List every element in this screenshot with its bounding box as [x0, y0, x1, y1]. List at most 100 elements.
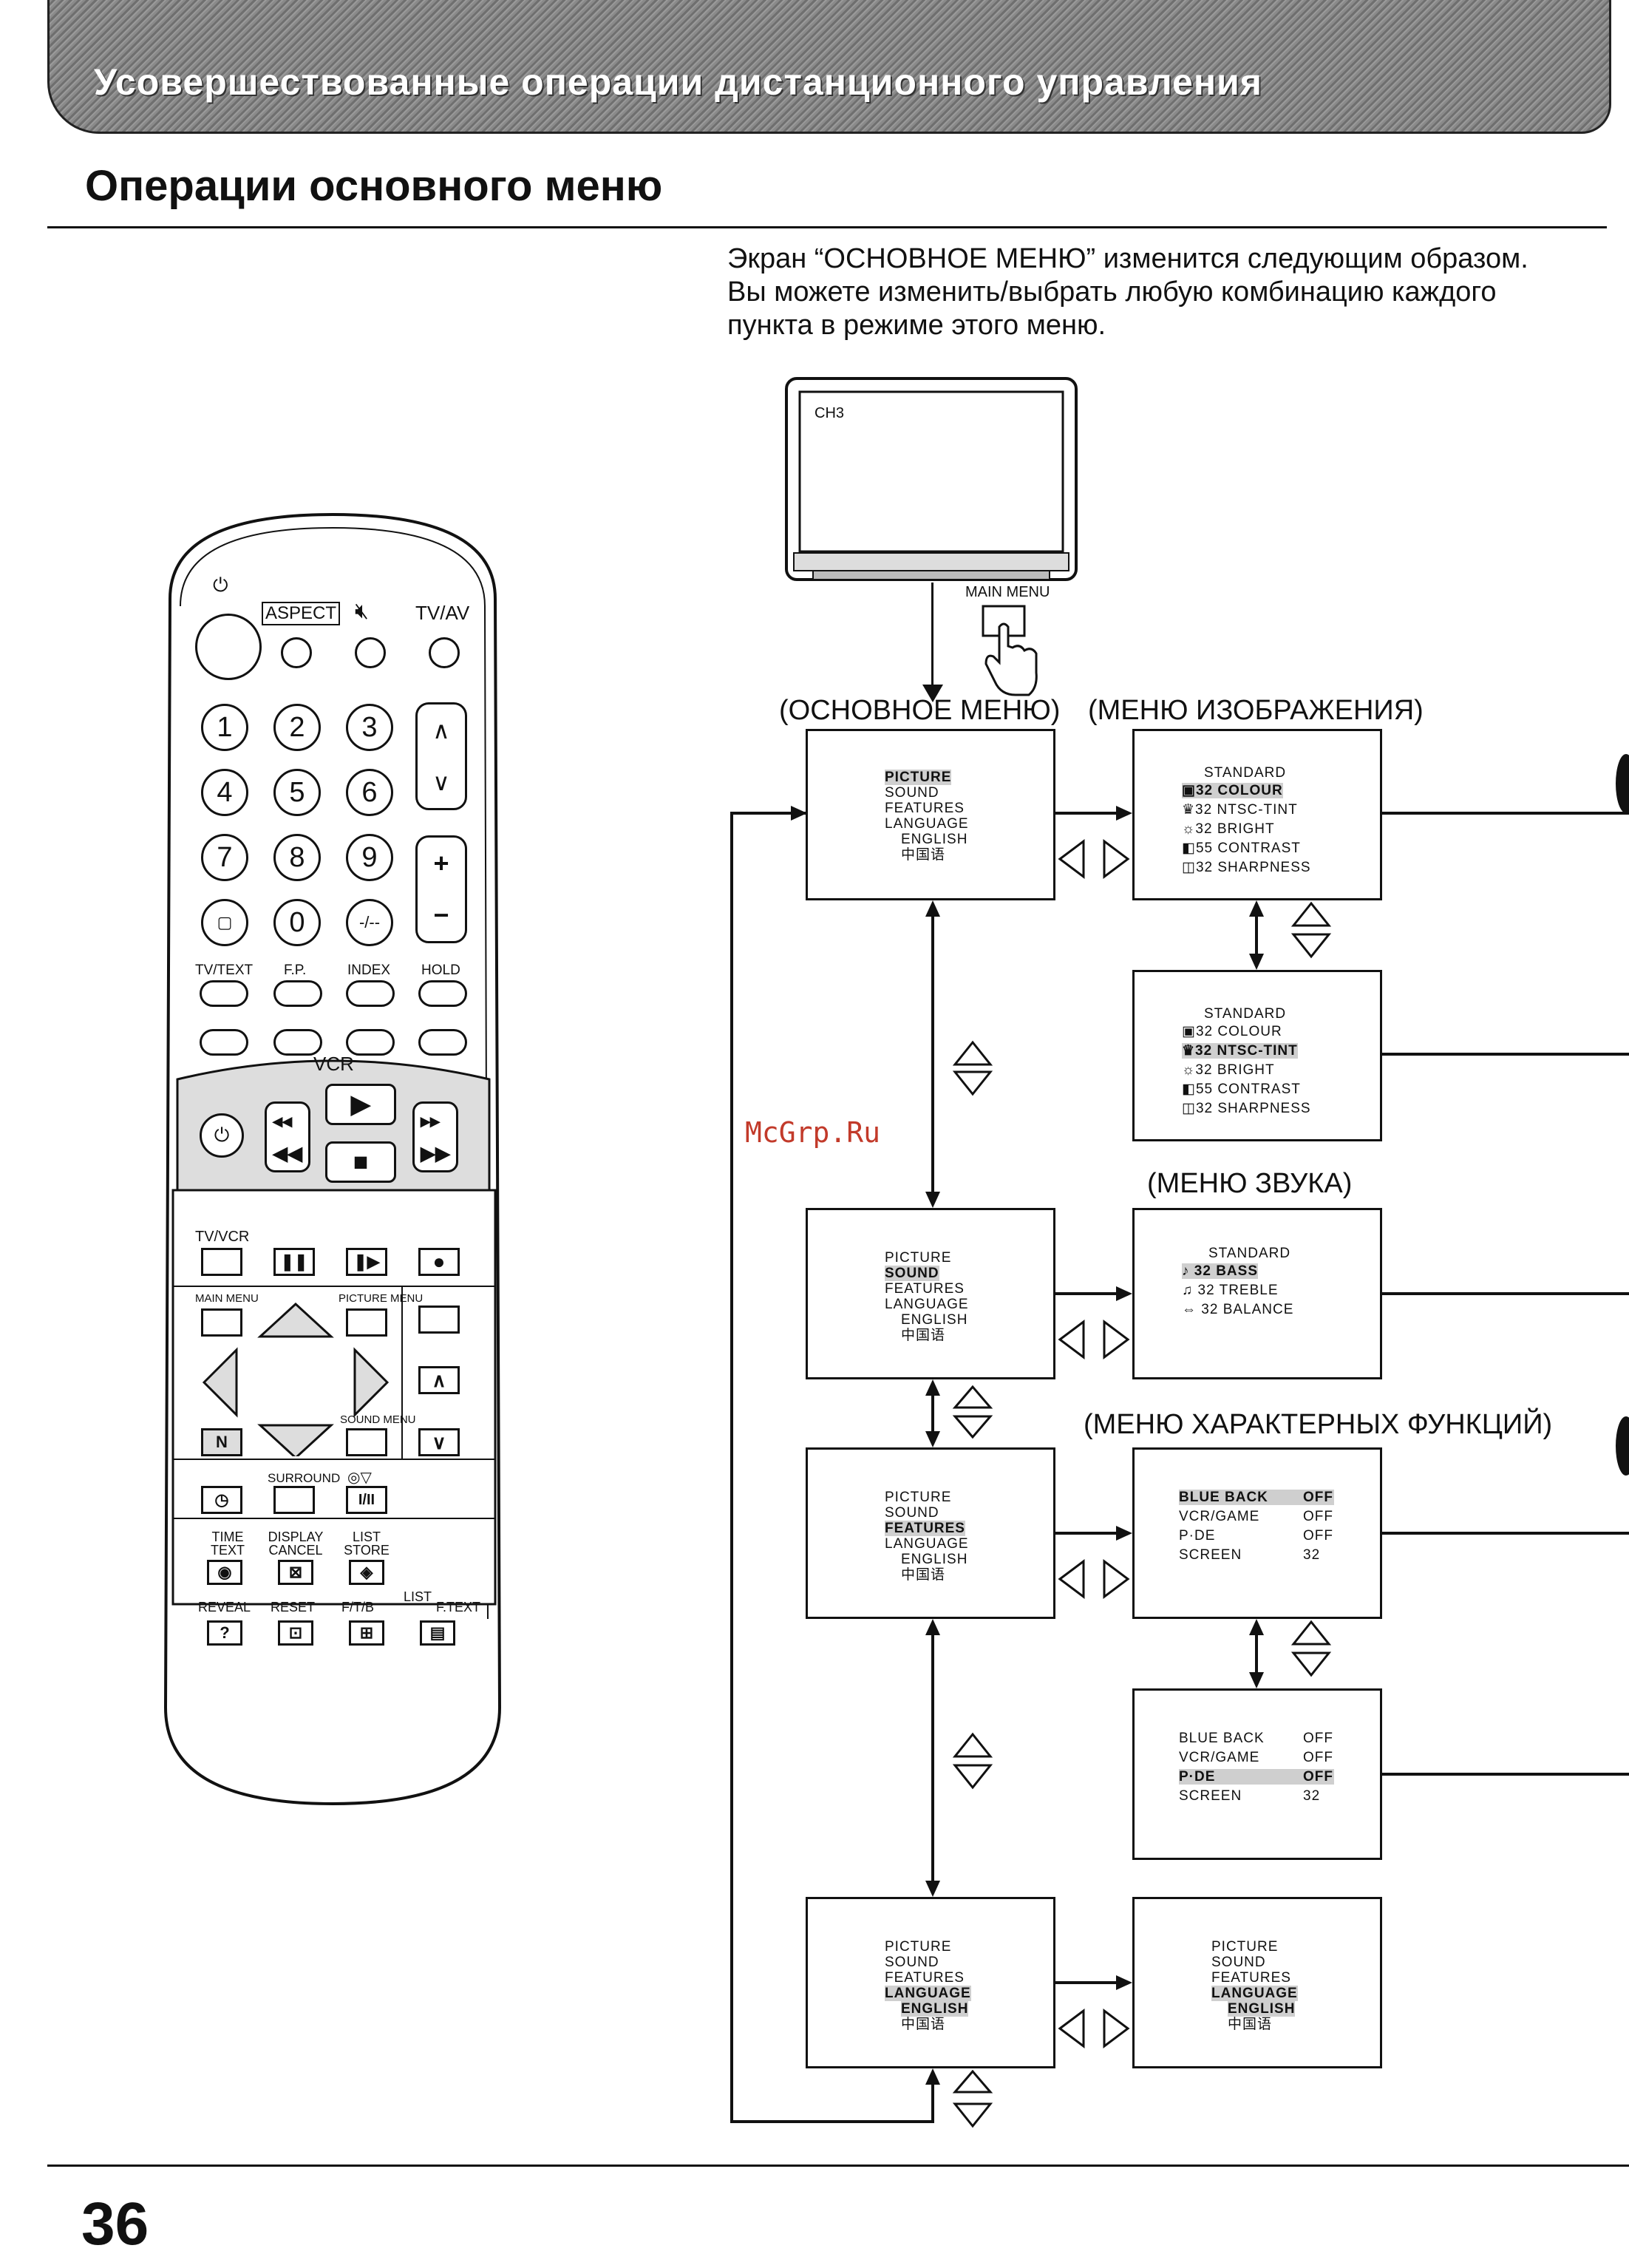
- tvtext-button[interactable]: [200, 980, 248, 1007]
- digit-1-button[interactable]: 1: [201, 704, 248, 751]
- ftb-button[interactable]: ⊞: [349, 1620, 384, 1646]
- cursor-up-icon[interactable]: [257, 1302, 334, 1338]
- page-up-button[interactable]: ∧: [418, 1366, 460, 1394]
- ftext-label: F.TEXT: [436, 1600, 481, 1615]
- tint-value: 32: [1195, 802, 1213, 818]
- cursor-down-icon[interactable]: [257, 1424, 334, 1456]
- contrast-value: 55: [1195, 1082, 1214, 1097]
- colour-value: 32: [1195, 1024, 1214, 1039]
- sound-menu-button[interactable]: [346, 1428, 387, 1456]
- picture-menu-button[interactable]: [346, 1308, 387, 1337]
- colour-label: COLOUR: [1217, 1024, 1282, 1039]
- slow-button[interactable]: ❚▶: [346, 1248, 387, 1276]
- yellow-button[interactable]: [346, 1029, 395, 1056]
- menu-item-chinese: 中国语: [901, 2017, 946, 2032]
- pause-button[interactable]: ❚❚: [273, 1248, 315, 1276]
- mute-button[interactable]: [355, 637, 386, 668]
- tvtext-label: TV/TEXT: [195, 962, 254, 978]
- bright-value: 32: [1195, 821, 1213, 837]
- fp-button[interactable]: [273, 980, 322, 1007]
- screen-label: SCREEN: [1179, 1547, 1242, 1563]
- blue-button[interactable]: [418, 1029, 467, 1056]
- channel-rocker[interactable]: ∧∨: [415, 702, 467, 810]
- digit-6-button[interactable]: 6: [346, 769, 393, 816]
- digit-9-button[interactable]: 9: [346, 834, 393, 881]
- picture-menu-screen-colour: STANDARD ▣32 COLOUR ♛32 NTSC-TINT ☼32 BR…: [1132, 729, 1382, 900]
- digit-3-button[interactable]: 3: [346, 704, 393, 751]
- digit-4-button[interactable]: 4: [201, 769, 248, 816]
- fast-forward-button[interactable]: ▸▸▶▶: [412, 1101, 458, 1172]
- play-button[interactable]: ▶: [325, 1084, 396, 1125]
- power-button[interactable]: [195, 614, 262, 680]
- tvvcr-button[interactable]: [201, 1248, 242, 1276]
- dual-button[interactable]: I/II: [346, 1486, 387, 1514]
- record-button[interactable]: ●: [418, 1248, 460, 1276]
- digit-7-button[interactable]: 7: [201, 834, 248, 881]
- cursor-right-icon[interactable]: [353, 1347, 390, 1418]
- digit-dash-button[interactable]: -/--: [346, 899, 393, 946]
- pde-value: OFF: [1303, 1769, 1333, 1785]
- digit-5-button[interactable]: 5: [273, 769, 321, 816]
- cursor-pad[interactable]: [201, 1301, 401, 1456]
- digit-2-button[interactable]: 2: [273, 704, 321, 751]
- record-guard-button[interactable]: [418, 1306, 460, 1334]
- page-down-button[interactable]: ∨: [418, 1428, 460, 1456]
- reveal-button[interactable]: ?: [207, 1620, 242, 1646]
- treble-value: 32: [1197, 1283, 1215, 1298]
- tv-down-line: [931, 583, 933, 693]
- blueback-label: BLUE BACK: [1179, 1490, 1268, 1505]
- arrow-down-icon: [922, 685, 943, 702]
- menu-item-language: LANGUAGE: [885, 1986, 971, 2001]
- surround-button[interactable]: [273, 1486, 315, 1514]
- list-ftext-button[interactable]: ▤: [420, 1620, 455, 1646]
- time-text-button[interactable]: ◉: [207, 1560, 242, 1585]
- intro-line-2: Вы можете изменить/выбрать любую комбина…: [727, 276, 1497, 308]
- menu-item-picture: PICTURE: [885, 1490, 952, 1505]
- menu-item-sound: SOUND: [885, 1266, 939, 1281]
- menu-item-language: LANGUAGE: [885, 1536, 969, 1552]
- recall-button[interactable]: ▢: [201, 899, 248, 946]
- power-icon: ⏻: [213, 574, 228, 596]
- vcr-power-button[interactable]: ⏻: [200, 1113, 244, 1158]
- sound-menu-label: SOUND MENU: [340, 1413, 416, 1426]
- stop-button[interactable]: ■: [325, 1141, 396, 1183]
- balance-label: BALANCE: [1222, 1302, 1294, 1317]
- list-store-button[interactable]: ◈: [349, 1560, 384, 1585]
- red-button[interactable]: [200, 1029, 248, 1056]
- blueback-value: OFF: [1303, 1490, 1333, 1505]
- timer-button[interactable]: ◷: [201, 1486, 242, 1514]
- index-label: INDEX: [347, 962, 391, 978]
- menu-item-features: FEATURES: [885, 1521, 965, 1536]
- display-cancel-button[interactable]: ⊠: [278, 1560, 313, 1585]
- index-button[interactable]: [346, 980, 395, 1007]
- menu-item-picture: PICTURE: [885, 1939, 952, 1955]
- green-button[interactable]: [273, 1029, 322, 1056]
- volume-rocker[interactable]: +−: [415, 835, 467, 943]
- tvav-button[interactable]: [429, 637, 460, 668]
- blueback-label: BLUE BACK: [1179, 1731, 1265, 1746]
- menu-title-features: (МЕНЮ ХАРАКТЕРНЫХ ФУНКЦИЙ): [1084, 1409, 1553, 1440]
- cursor-left-icon[interactable]: [202, 1347, 238, 1418]
- time-text-label: TIME TEXT: [210, 1529, 245, 1558]
- surround-label: SURROUND: [268, 1471, 341, 1485]
- reset-button[interactable]: ⊡: [278, 1620, 313, 1646]
- hold-button[interactable]: [418, 980, 467, 1007]
- main-menu-screen-language: PICTURE SOUND FEATURES LANGUAGE ENGLISH …: [806, 1897, 1055, 2068]
- digit-0-button[interactable]: 0: [273, 899, 321, 946]
- menu-item-english: ENGLISH: [901, 1552, 968, 1567]
- main-menu-label: MAIN MENU: [195, 1292, 259, 1305]
- banner-title: Усовершествованные операции дистанционно…: [94, 61, 1262, 103]
- menu-item-language: LANGUAGE: [885, 816, 969, 832]
- menu-item-chinese: 中国语: [901, 847, 946, 863]
- aspect-button[interactable]: [281, 637, 312, 668]
- main-menu-button[interactable]: [201, 1308, 242, 1337]
- menu-item-picture: PICTURE: [885, 1250, 952, 1266]
- n-button[interactable]: N: [201, 1428, 242, 1456]
- digit-8-button[interactable]: 8: [273, 834, 321, 881]
- bright-value: 32: [1195, 1062, 1213, 1078]
- menu-item-sound: SOUND: [885, 1955, 939, 1970]
- menu-title-picture: (МЕНЮ ИЗОБРАЖЕНИЯ): [1088, 695, 1424, 726]
- rewind-button[interactable]: ◂◂◀◀: [265, 1101, 310, 1172]
